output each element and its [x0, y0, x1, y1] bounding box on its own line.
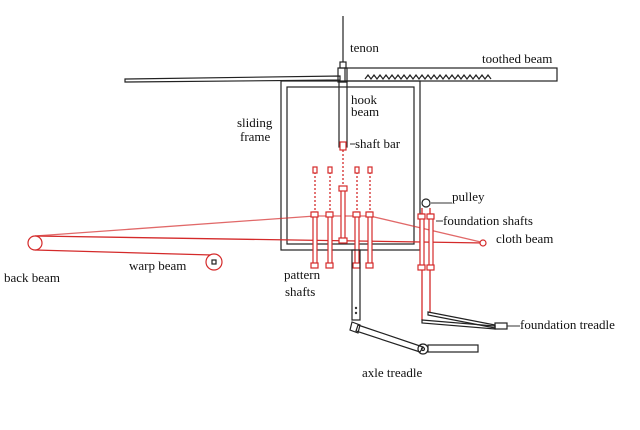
label-foundation-treadle: foundation treadle: [520, 317, 615, 332]
axle-treadle: [349, 249, 479, 355]
foundation-treadle: [421, 311, 508, 330]
sliding-frame: [280, 80, 421, 251]
label-back-beam: back beam: [4, 270, 60, 285]
label-warp-beam: warp beam: [129, 258, 186, 273]
label-shaft-bar: shaft bar: [355, 136, 401, 151]
label-foundation-shafts: foundation shafts: [443, 213, 533, 228]
label-hook-beam-1: hook: [351, 92, 378, 107]
label-pattern-shafts-1: pattern: [284, 267, 321, 282]
label-toothed-beam: toothed beam: [482, 51, 552, 66]
label-pulley: pulley: [452, 189, 485, 204]
label-tenon: tenon: [350, 40, 379, 55]
hook-beam: [338, 81, 348, 148]
foundation-shafts: [417, 198, 435, 320]
label-pattern-shafts-2: shafts: [285, 284, 315, 299]
label-hook-beam-2: beam: [351, 104, 379, 119]
label-sliding-frame-1: sliding: [237, 115, 273, 130]
label-cloth-beam: cloth beam: [496, 231, 553, 246]
warp-beam: [205, 253, 223, 271]
tenon: [337, 16, 348, 83]
label-axle-treadle: axle treadle: [362, 365, 422, 380]
pattern-shafts: [310, 141, 374, 269]
label-sliding-frame-2: frame: [240, 129, 271, 144]
toothed-beam: [124, 67, 558, 83]
back-beam: [27, 235, 43, 251]
cloth-beam: [479, 239, 487, 247]
warp-threads: [34, 215, 486, 256]
